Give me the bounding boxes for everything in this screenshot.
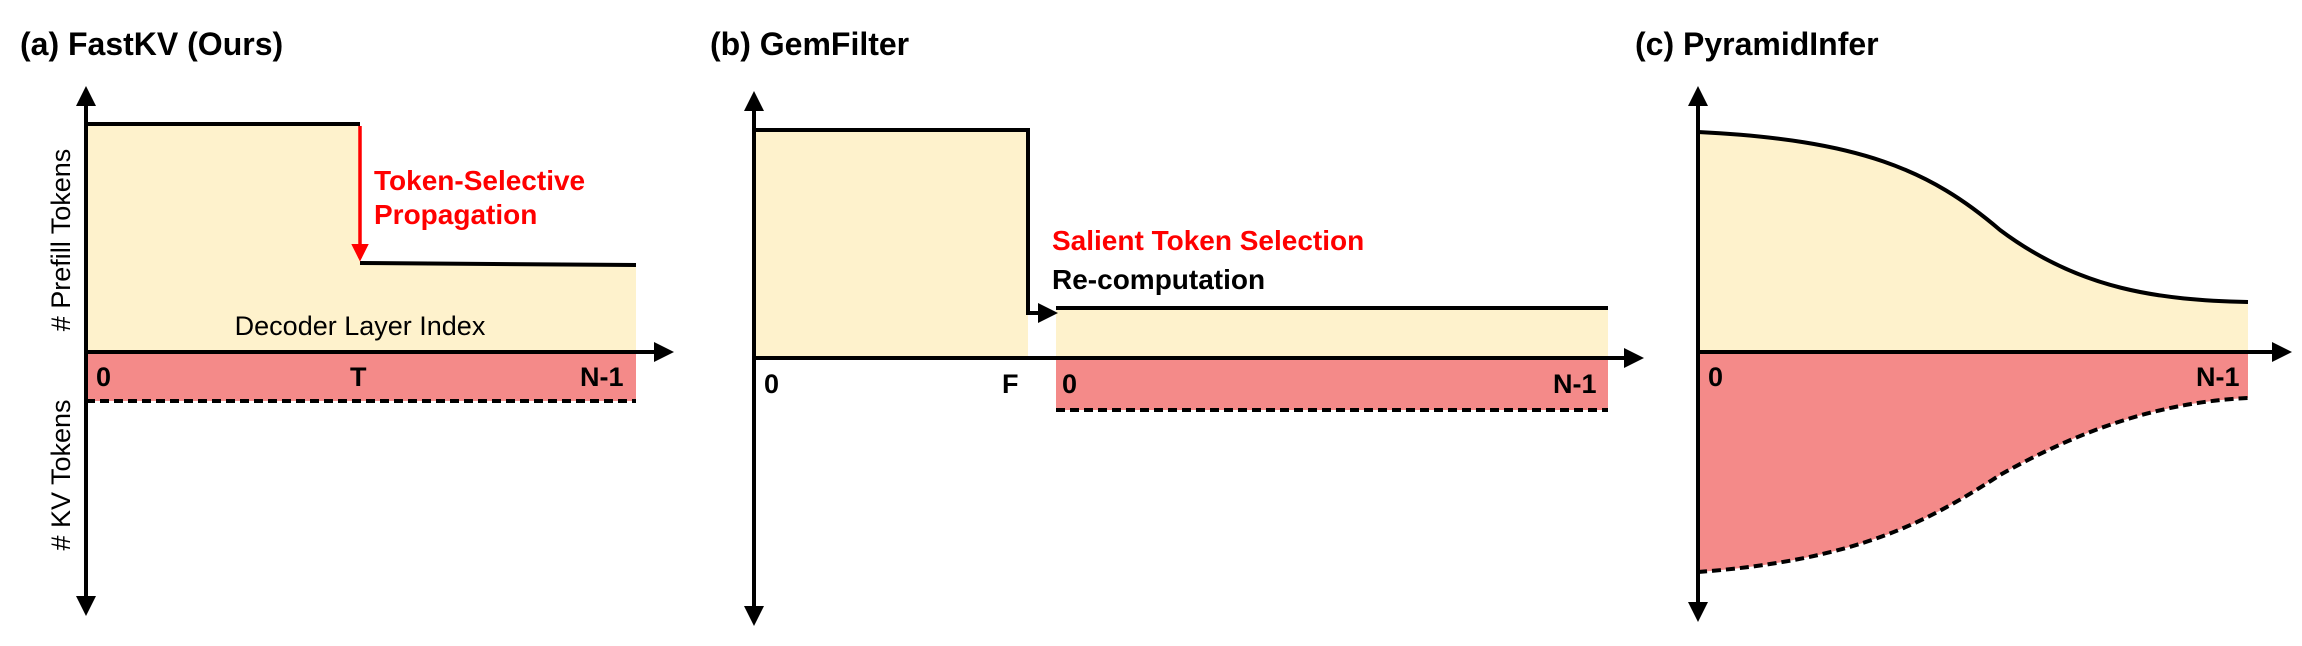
panel-title: (c) PyramidInfer	[1635, 26, 1879, 62]
prefill-area	[86, 124, 636, 350]
prefill-area	[1698, 132, 2248, 352]
tick-label: F	[1002, 369, 1019, 399]
tick-label: 0	[1708, 362, 1723, 392]
annotation-recompute: Re-computation	[1052, 264, 1265, 295]
panel-title: (a) FastKV (Ours)	[20, 26, 283, 62]
tick-label: 0	[96, 362, 111, 392]
panel-gemfilter: (b) GemFilter 0 F 0 N-1 Salient Token Se…	[710, 26, 1644, 626]
kv-area	[1698, 352, 2248, 572]
annotation-line: Token-Selective	[374, 165, 585, 196]
tick-label: N-1	[580, 362, 624, 392]
kv-area	[1056, 358, 1608, 410]
tick-label: 0	[764, 369, 779, 399]
annotation-line: Propagation	[374, 199, 537, 230]
panel-fastkv: (a) FastKV (Ours) # Prefill Tokens # KV …	[20, 26, 674, 616]
prefill-boundary	[1697, 130, 2249, 304]
kv-boundary	[1697, 396, 2249, 574]
tick-label: 0	[1062, 369, 1077, 399]
panel-pyramidinfer: (c) PyramidInfer 0 N-1	[1635, 26, 2292, 622]
y-axis-label-kv: # KV Tokens	[46, 399, 76, 550]
panel-title: (b) GemFilter	[710, 26, 909, 62]
prefill-area-selected	[1056, 308, 1608, 356]
x-axis-label: Decoder Layer Index	[235, 311, 486, 341]
tick-label: T	[350, 362, 367, 392]
prefill-boundary	[86, 122, 637, 267]
kv-area	[86, 350, 636, 401]
y-axis-label-prefill: # Prefill Tokens	[46, 149, 76, 332]
prefill-area-full	[754, 130, 1028, 356]
tick-label: N-1	[1553, 369, 1597, 399]
tick-label: N-1	[2196, 362, 2240, 392]
annotation-salient: Salient Token Selection	[1052, 225, 1364, 256]
